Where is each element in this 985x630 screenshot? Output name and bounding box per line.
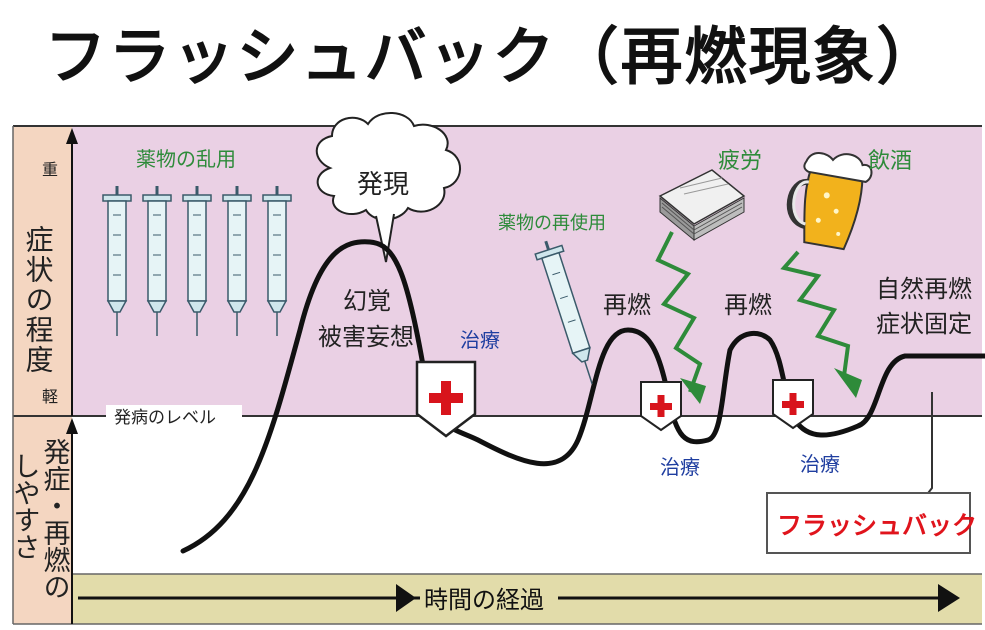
upper-y-arrowhead [66,128,78,144]
relapse-ease-label-col1: 発症・再燃の [39,438,71,600]
lightning-arrowhead-1 [680,378,706,404]
lightning-arrow-icon [655,231,703,393]
drug-reuse-label: 薬物の再使用 [498,213,606,234]
relapse-label-1: 再燃 [603,291,651,319]
time-axis-label: 時間の経過 [424,586,544,614]
syringe-icon [262,186,292,336]
syringe-icon [534,240,593,385]
medical-cross-icon [640,381,682,432]
syringe-icon [142,186,172,336]
symptom-degree-label: 症状の程度 [22,225,55,375]
heavy-label: 重 [42,160,58,179]
beer-mug-icon [786,152,873,251]
delusion-label: 被害妄想 [318,323,414,351]
flashback-box [766,492,971,554]
lightning-arrowhead-2 [834,368,862,398]
thought-cloud-icon [315,111,461,263]
onset-cloud-label: 発現 [357,170,409,200]
relapse-label-2: 再燃 [724,291,772,319]
onset-level-label: 発病のレベル [114,408,216,428]
syringe-icon [102,186,132,336]
spontaneous-relapse-label: 自然再燃 [876,275,972,303]
paper-stack-icon [658,169,746,242]
relapse-ease-label-col2: しやすさ [9,452,40,560]
medical-cross-icon [772,379,814,430]
lower-y-arrowhead [66,418,78,434]
axis-panel-lower [13,416,72,624]
hallucination-label: 幻覚 [343,287,391,315]
time-axis-arrowhead-mid [396,584,416,612]
syringe-icon [222,186,252,336]
drug-abuse-label: 薬物の乱用 [136,147,236,171]
drinking-label: 飲酒 [868,149,912,174]
treatment-label-2: 治療 [660,455,700,479]
fatigue-label: 疲労 [718,149,762,174]
syringe-icon [182,186,212,336]
treatment-label-3: 治療 [800,452,840,476]
light-label: 軽 [42,387,58,406]
lightning-arrow-icon [780,250,851,377]
treatment-label-1: 治療 [460,328,500,352]
page-title: フラッシュバック（再燃現象） [44,20,941,93]
medical-cross-icon [415,360,477,438]
axis-panel-upper [13,126,72,416]
flashback-label: フラッシュバック [777,511,977,540]
time-axis-arrowhead-end [938,584,960,612]
syringe-group [102,186,292,336]
symptom-fixed-label: 症状固定 [876,310,972,338]
